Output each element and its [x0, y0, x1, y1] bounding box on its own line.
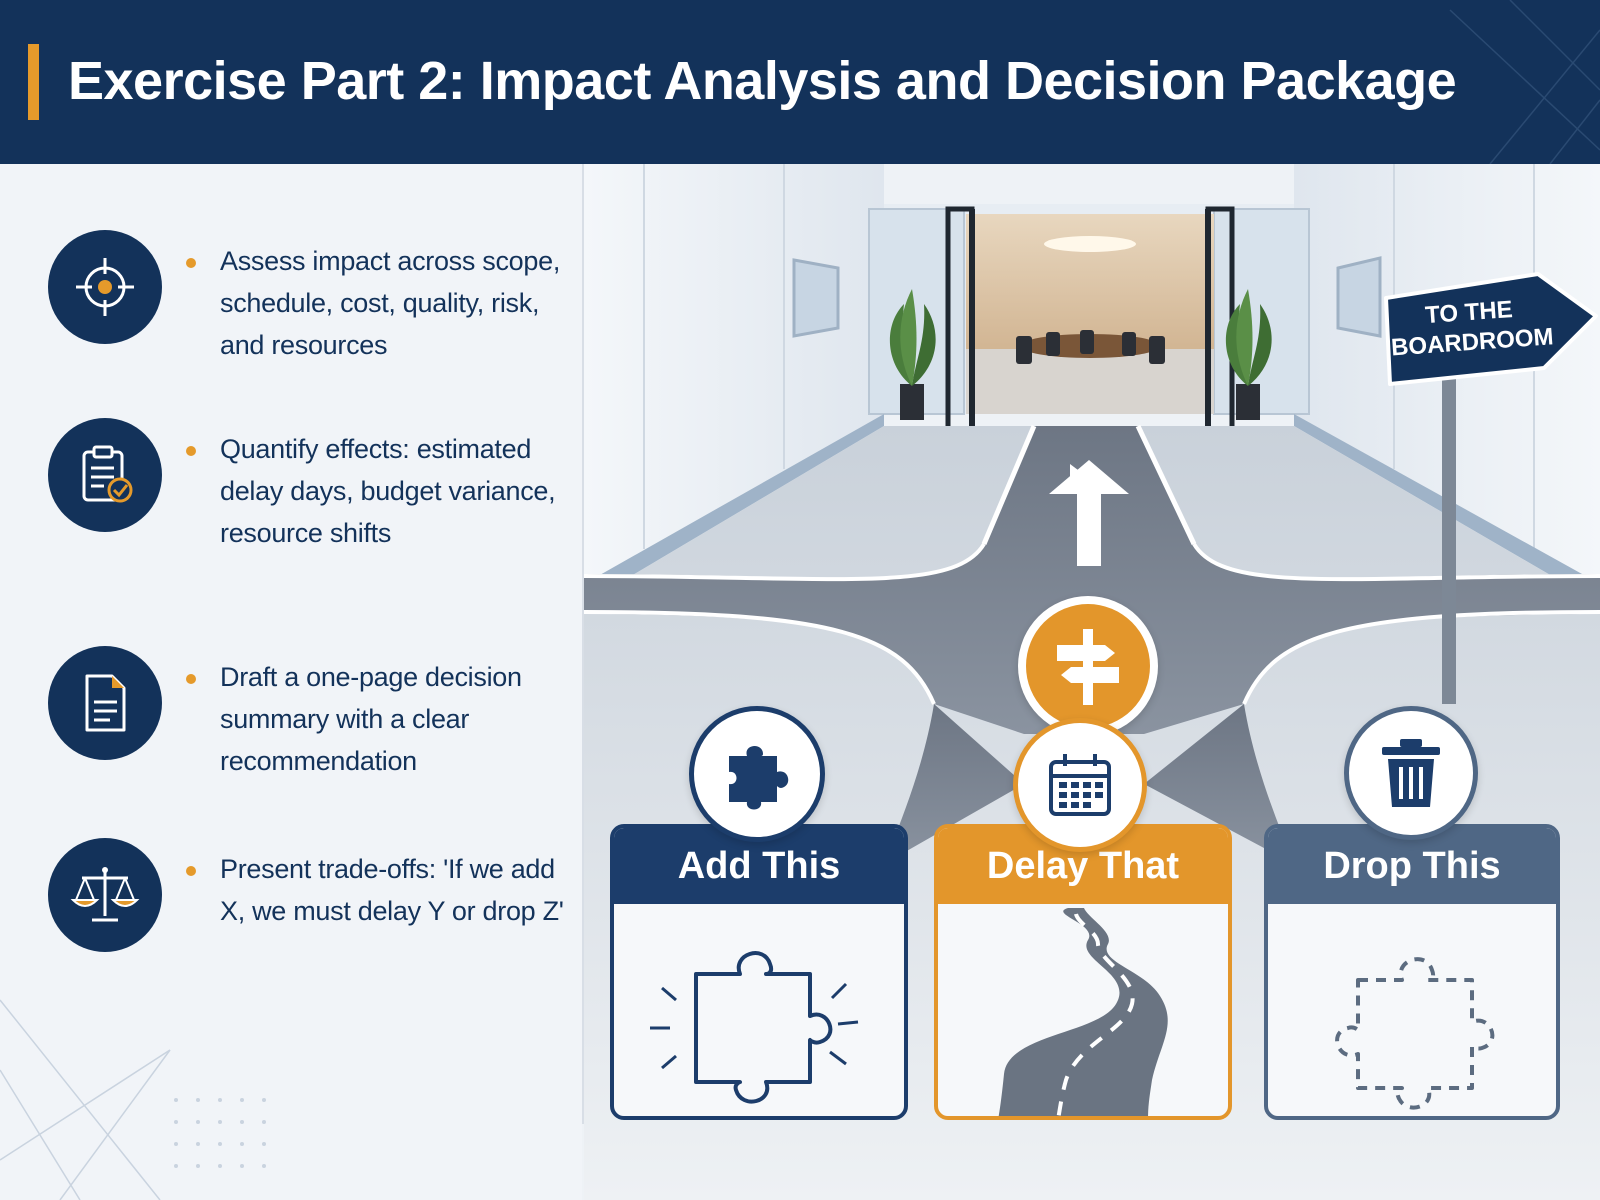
clipboard-check-icon [48, 418, 162, 532]
objective-text: Present trade-offs: 'If we add X, we mus… [220, 854, 564, 926]
sign-arrow-shape [1384, 272, 1598, 386]
objective-item-present: Present trade-offs: 'If we add X, we mus… [48, 838, 568, 968]
puzzle-piece-outline-icon [650, 951, 859, 1104]
bullet [186, 674, 196, 684]
title-banner: Exercise Part 2: Impact Analysis and Dec… [0, 0, 1600, 164]
objective-item-quantify: Quantify effects: estimated delay days, … [48, 418, 568, 588]
card-illustration [614, 904, 904, 1116]
signpost-icon [1026, 604, 1150, 728]
card-title: Drop This [1268, 828, 1556, 904]
title-accent-bar [28, 44, 39, 120]
calendar-icon [1013, 718, 1147, 852]
bullet [186, 446, 196, 456]
panel-decoration [0, 999, 266, 1200]
sign-label: TO THE BOARDROOM [1388, 292, 1554, 363]
scales-icon [48, 838, 162, 952]
objective-text: Quantify effects: estimated delay days, … [220, 434, 556, 548]
option-card-add[interactable]: Add This [610, 824, 908, 1120]
card-illustration [938, 904, 1228, 1116]
dashed-puzzle-piece-icon [1335, 957, 1495, 1110]
option-card-delay[interactable]: Delay That [934, 824, 1232, 1120]
winding-road-icon [998, 908, 1168, 1116]
puzzle-piece-icon [689, 706, 825, 842]
card-illustration [1268, 904, 1556, 1116]
bullet [186, 258, 196, 268]
target-icon [48, 230, 162, 344]
header-decoration [1449, 0, 1600, 164]
objective-item-assess: Assess impact across scope, schedule, co… [48, 230, 568, 360]
objective-item-draft: Draft a one-page decision summary with a… [48, 646, 568, 776]
objective-text: Assess impact across scope, schedule, co… [220, 246, 561, 360]
to-boardroom-sign: TO THE BOARDROOM [1382, 268, 1600, 393]
document-icon [48, 646, 162, 760]
trash-icon [1344, 706, 1478, 840]
objective-text: Draft a one-page decision summary with a… [220, 662, 522, 776]
option-card-drop[interactable]: Drop This [1264, 824, 1560, 1120]
page-title: Exercise Part 2: Impact Analysis and Dec… [68, 51, 1457, 111]
crossroads-badge [1018, 596, 1158, 736]
panel-divider [582, 164, 584, 1124]
bullet [186, 866, 196, 876]
